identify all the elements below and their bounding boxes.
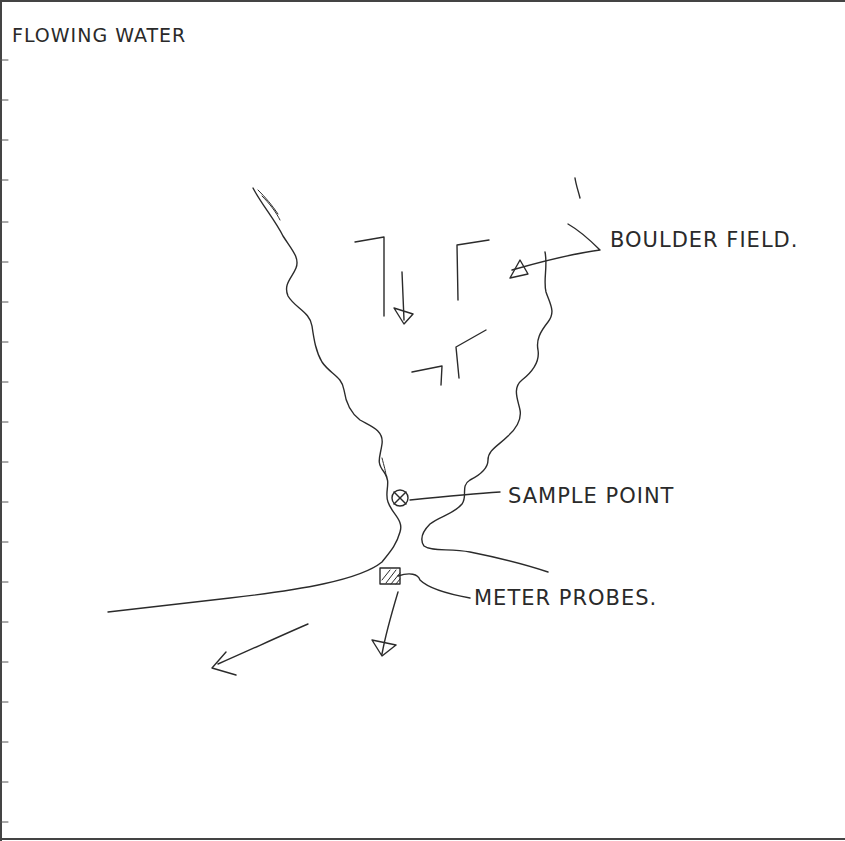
callout-label: BOULDER FIELD.	[610, 228, 798, 252]
bank-mark	[575, 178, 580, 198]
leader-line	[398, 574, 470, 598]
page-margin	[0, 0, 2, 841]
callout-label: METER PROBES.	[474, 586, 657, 610]
leader-line	[410, 492, 500, 500]
boulder-mark	[457, 240, 489, 300]
boulder-mark	[412, 366, 442, 385]
flow-arrow	[212, 624, 308, 675]
boulder-triangle	[510, 260, 528, 278]
left-bank-sketch	[258, 190, 280, 220]
sample-point-symbol	[392, 490, 408, 506]
flow-arrow	[372, 592, 398, 656]
boulder-mark	[355, 237, 384, 316]
bank-mark	[382, 458, 386, 476]
left-bank	[108, 188, 401, 612]
right-bank	[422, 252, 552, 572]
leader-line	[512, 224, 600, 270]
sketch-title: FLOWING WATER	[12, 24, 186, 46]
flow-arrow	[394, 272, 413, 324]
callout-label: SAMPLE POINT	[508, 484, 674, 508]
margin-ticks	[0, 60, 8, 822]
page-border	[0, 0, 845, 2]
meter-probes-symbol	[380, 568, 400, 584]
boulder-mark	[456, 330, 486, 378]
page-border	[0, 838, 845, 840]
